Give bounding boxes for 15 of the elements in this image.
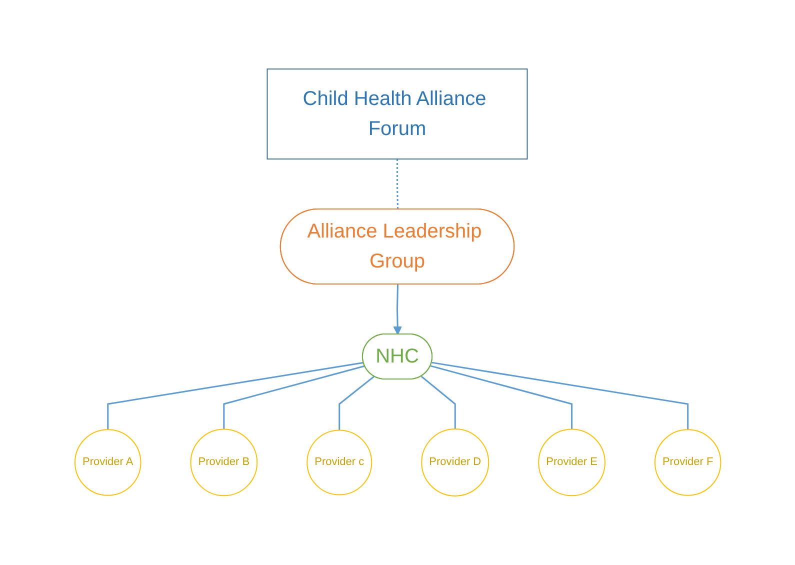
connector xyxy=(431,362,688,430)
connector xyxy=(430,365,572,430)
connector xyxy=(420,376,456,430)
node-circle: Provider F xyxy=(654,429,721,496)
node-circle: Provider E xyxy=(538,428,606,496)
connector xyxy=(396,159,398,210)
connector xyxy=(338,376,374,430)
node-circle: Provider c xyxy=(306,430,372,496)
node-circle: Provider B xyxy=(190,428,258,496)
node-circle: Provider D xyxy=(420,428,489,496)
node-box: Child Health Alliance Forum xyxy=(266,68,528,160)
arrow xyxy=(392,284,402,335)
connector xyxy=(222,365,365,430)
connector xyxy=(106,362,364,430)
node-circle: Provider A xyxy=(74,429,141,496)
